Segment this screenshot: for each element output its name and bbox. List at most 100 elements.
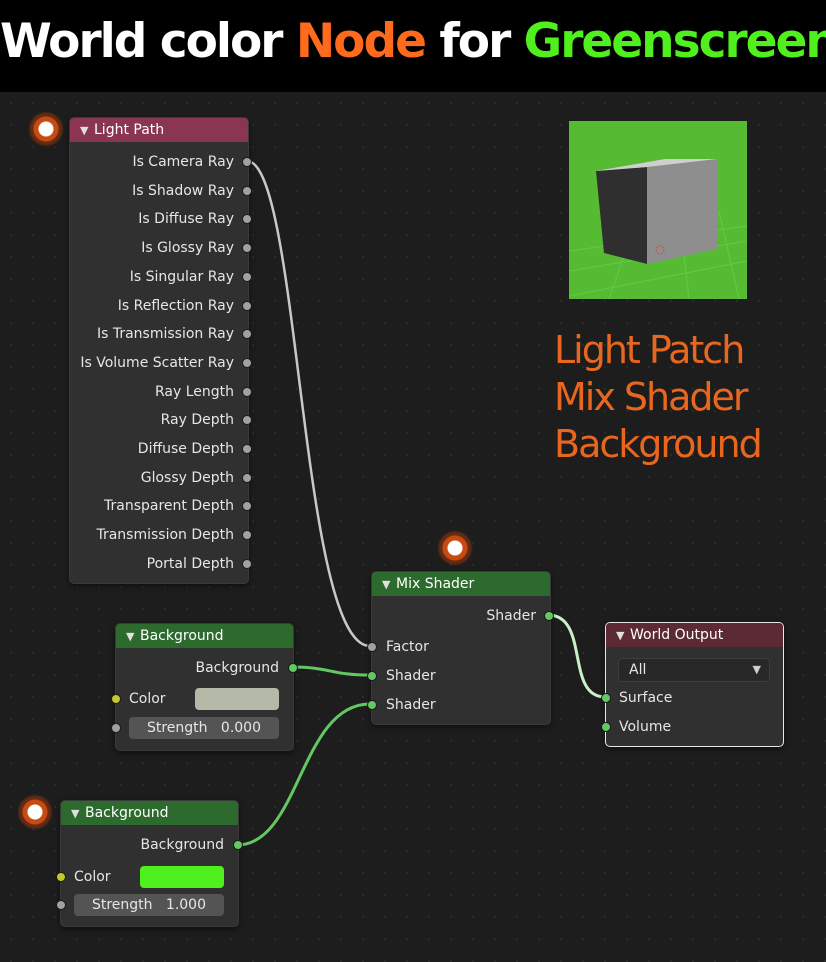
- mix-input-shader1-label: Shader: [386, 668, 436, 684]
- mix-shader-header[interactable]: ▼ Mix Shader: [372, 572, 550, 596]
- background2-strength-label: Strength: [91, 897, 153, 913]
- background-node-1[interactable]: ▼ Background Background Color Strength 0.…: [111, 623, 298, 751]
- mix-shader-output-label: Shader: [486, 608, 536, 624]
- world-output-title: World Output: [630, 627, 724, 643]
- title-banner: World color Node for Greenscreen: [0, 0, 826, 92]
- light-path-output-socket[interactable]: [242, 157, 252, 167]
- light-path-output-socket[interactable]: [242, 415, 252, 425]
- note-light-patch: Light Patch: [554, 328, 745, 372]
- light-path-output-label: Is Glossy Ray: [141, 240, 234, 256]
- page-title: World color Node for Greenscreen: [0, 10, 826, 74]
- light-path-output-label: Transparent Depth: [104, 498, 234, 514]
- light-path-output-label: Is Shadow Ray: [132, 183, 234, 199]
- light-path-output-socket[interactable]: [242, 387, 252, 397]
- light-path-title: Light Path: [94, 122, 165, 138]
- link-background2-to-shader2[interactable]: [236, 702, 371, 847]
- light-path-output-socket[interactable]: [242, 186, 252, 196]
- light-path-output-socket[interactable]: [242, 272, 252, 282]
- world-output-node[interactable]: ▼ World Output All ▼ Surface Volume: [601, 622, 784, 747]
- light-path-output-label: Ray Length: [154, 384, 234, 400]
- background2-strength-socket[interactable]: [56, 900, 66, 910]
- mix-shader-node[interactable]: ▼ Mix Shader Shader Factor Shader Shader: [367, 571, 554, 725]
- light-path-output-socket[interactable]: [242, 301, 252, 311]
- background1-title: Background: [140, 628, 224, 644]
- light-path-output-label: Is Transmission Ray: [96, 326, 234, 342]
- background1-color-swatch[interactable]: [195, 688, 279, 710]
- highlight-marker-mix-shader: [437, 530, 473, 566]
- light-path-output-socket[interactable]: [242, 358, 252, 368]
- mix-shader-output-socket[interactable]: [544, 611, 554, 621]
- highlight-marker-background: [17, 794, 53, 830]
- mix-shader-title: Mix Shader: [396, 576, 475, 592]
- mix-input-shader2-label: Shader: [386, 697, 436, 713]
- light-path-output-label: Is Reflection Ray: [117, 298, 234, 314]
- background1-strength-socket[interactable]: [111, 723, 121, 733]
- light-path-output-socket[interactable]: [242, 501, 252, 511]
- background1-strength-label: Strength: [146, 720, 208, 736]
- background1-output-socket[interactable]: [288, 663, 298, 673]
- title-part-world-color: World color: [0, 14, 296, 69]
- light-path-header[interactable]: ▼ Light Path: [70, 118, 248, 142]
- background2-color-label: Color: [74, 869, 111, 885]
- background2-title: Background: [85, 805, 169, 821]
- background2-color-swatch[interactable]: [140, 866, 224, 888]
- background2-output-socket[interactable]: [233, 840, 243, 850]
- background2-strength-field[interactable]: Strength 1.000: [74, 894, 224, 916]
- background2-header[interactable]: ▼ Background: [61, 801, 238, 825]
- light-path-output-socket[interactable]: [242, 530, 252, 540]
- light-path-output-socket[interactable]: [242, 559, 252, 569]
- mix-input-factor-socket[interactable]: [367, 642, 377, 652]
- chevron-down-icon[interactable]: ▼: [80, 124, 89, 137]
- light-path-output-label: Is Singular Ray: [129, 269, 234, 285]
- light-path-output-socket[interactable]: [242, 444, 252, 454]
- light-path-output-label: Glossy Depth: [140, 470, 234, 486]
- background1-strength-value: 0.000: [220, 720, 261, 736]
- light-path-output-label: Is Volume Scatter Ray: [80, 355, 234, 371]
- highlight-marker-light-path: [28, 111, 64, 147]
- world-output-header[interactable]: ▼ World Output: [606, 623, 783, 647]
- background1-output-label: Background: [195, 660, 279, 676]
- mix-input-factor-label: Factor: [386, 639, 429, 655]
- chevron-down-icon[interactable]: ▼: [616, 629, 625, 642]
- chevron-down-icon[interactable]: ▼: [126, 630, 135, 643]
- world-input-surface-label: Surface: [619, 690, 673, 706]
- light-path-output-socket[interactable]: [242, 473, 252, 483]
- link-background1-to-shader1[interactable]: [291, 665, 371, 677]
- title-part-for: for: [425, 14, 524, 69]
- light-path-output-label: Ray Depth: [160, 412, 234, 428]
- world-input-volume-label: Volume: [619, 719, 672, 735]
- note-background: Background: [554, 422, 763, 466]
- background1-color-label: Color: [129, 691, 166, 707]
- viewport-preview: [569, 121, 747, 299]
- world-input-surface-socket[interactable]: [601, 693, 611, 703]
- background1-color-socket[interactable]: [111, 694, 121, 704]
- background1-header[interactable]: ▼ Background: [116, 624, 293, 648]
- title-part-node: Node: [295, 14, 427, 69]
- light-path-output-label: Is Camera Ray: [132, 154, 234, 170]
- chevron-down-icon[interactable]: ▼: [382, 578, 391, 591]
- light-path-output-socket[interactable]: [242, 243, 252, 253]
- mix-input-shader1-socket[interactable]: [367, 671, 377, 681]
- cube-render-image: [569, 159, 747, 299]
- link-mix-to-surface[interactable]: [547, 613, 606, 699]
- link-camera-ray-to-factor[interactable]: [246, 159, 371, 648]
- light-path-output-label: Portal Depth: [146, 556, 234, 572]
- light-path-output-label: Transmission Depth: [96, 527, 234, 543]
- chevron-down-icon[interactable]: ▼: [71, 807, 80, 820]
- light-path-output-socket[interactable]: [242, 329, 252, 339]
- world-input-volume-socket[interactable]: [601, 722, 611, 732]
- light-path-output-label: Diffuse Depth: [137, 441, 234, 457]
- light-path-output-socket[interactable]: [242, 214, 252, 224]
- background-node-2[interactable]: ▼ Background Background Color Strength 1.…: [56, 800, 243, 927]
- title-part-greenscreen: Greenscreen: [523, 14, 826, 69]
- background1-strength-field[interactable]: Strength 0.000: [129, 717, 279, 739]
- background2-color-socket[interactable]: [56, 872, 66, 882]
- notes-text: Light Patch Mix Shader Background: [554, 327, 763, 468]
- mix-input-shader2-socket[interactable]: [367, 700, 377, 710]
- chevron-down-icon: ▼: [752, 663, 761, 676]
- background2-output-label: Background: [140, 837, 224, 853]
- note-mix-shader: Mix Shader: [554, 375, 749, 419]
- world-output-target-dropdown[interactable]: All ▼: [618, 658, 770, 682]
